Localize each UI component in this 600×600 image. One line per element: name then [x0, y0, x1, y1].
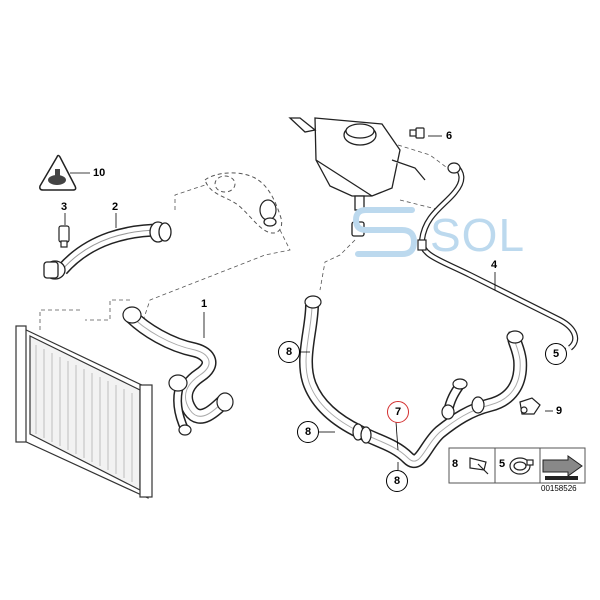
hose-8 [299, 304, 528, 468]
sensor-3 [58, 225, 70, 248]
thermostat-fitting [259, 199, 277, 227]
callout-8-upper: 8 [278, 341, 300, 363]
clip-9 [519, 397, 541, 415]
legend-label-5: 5 [499, 458, 506, 470]
warning-triangle-icon [39, 154, 77, 191]
callout-1: 1 [201, 298, 208, 310]
callout-3: 3 [61, 201, 68, 213]
callout-8-middle: 8 [297, 421, 319, 443]
arrow-right-icon [542, 455, 583, 480]
watermark: SOL [430, 209, 526, 261]
leader-lines-left [39, 184, 291, 331]
callout-10: 10 [93, 167, 106, 179]
tank-dashed-links [319, 144, 451, 291]
legend-clip-icon [469, 457, 489, 475]
callout-7-highlighted: 7 [387, 401, 409, 423]
watermark-s-icon [352, 207, 418, 257]
screw-6 [409, 127, 425, 139]
hose-1-clamps [122, 306, 234, 436]
callout-6: 6 [446, 130, 453, 142]
hose-8-fittings [304, 295, 524, 444]
radiator [15, 325, 153, 499]
callout-4: 4 [491, 259, 498, 271]
callout-9: 9 [556, 405, 563, 417]
expansion-tank [288, 117, 426, 237]
legend-label-8: 8 [452, 458, 459, 470]
callout-2: 2 [112, 201, 119, 213]
line-4 [418, 162, 579, 351]
legend-hose-clamp-icon [509, 457, 534, 475]
line-4-fittings [417, 162, 461, 251]
hose-2 [43, 221, 172, 280]
part-number: 00158526 [541, 484, 577, 493]
callout-8-lower: 8 [386, 470, 408, 492]
legend-box [448, 447, 586, 484]
callout-5: 5 [545, 343, 567, 365]
thermostat-housing [204, 172, 283, 234]
